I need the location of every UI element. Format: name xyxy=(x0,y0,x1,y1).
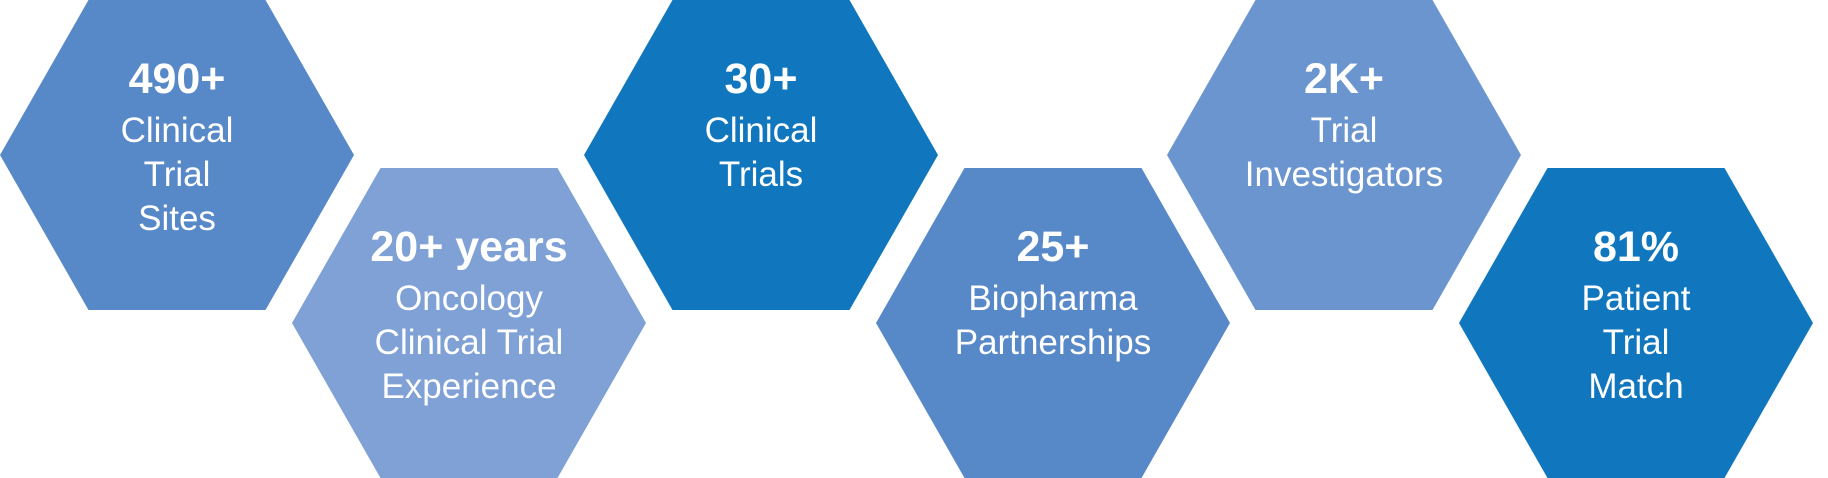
stat-hexagon-trial-investigators: 2K+ Trial Investigators xyxy=(1167,0,1521,310)
stat-label-line: Clinical Trial xyxy=(374,323,564,363)
stat-label-line: Experience xyxy=(381,367,557,407)
stat-label-line: Investigators xyxy=(1244,155,1444,195)
stat-label-line: Trial xyxy=(1602,323,1670,363)
stat-value: 30+ xyxy=(724,55,798,103)
stat-label-line: Clinical xyxy=(120,111,234,151)
stat-label-line: Trial xyxy=(1310,111,1378,151)
stat-label-line: Trials xyxy=(718,155,804,195)
stat-label-line: Match xyxy=(1588,367,1684,407)
stat-value: 81% xyxy=(1592,223,1680,271)
stat-label-line: Oncology xyxy=(395,279,543,319)
stat-value: 20+ years xyxy=(370,223,568,271)
stat-label-line: Trial xyxy=(143,155,211,195)
stat-value: 490+ xyxy=(128,55,226,103)
stat-hexagon-clinical-trial-sites: 490+ Clinical Trial Sites xyxy=(0,0,354,310)
stat-label-line: Sites xyxy=(138,199,216,239)
stat-hexagon-clinical-trials: 30+ Clinical Trials xyxy=(584,0,938,310)
stat-label-line: Biopharma xyxy=(968,279,1138,319)
stat-hexagon-biopharma-partnerships: 25+ Biopharma Partnerships xyxy=(876,168,1230,478)
stat-value: 25+ xyxy=(1016,223,1090,271)
stat-value: 2K+ xyxy=(1303,55,1385,103)
stat-label-line: Clinical xyxy=(704,111,818,151)
stat-label-line: Patient xyxy=(1581,279,1691,319)
stat-hexagon-patient-trial-match: 81% Patient Trial Match xyxy=(1459,168,1813,478)
stat-hexagon-oncology-experience: 20+ years Oncology Clinical Trial Experi… xyxy=(292,168,646,478)
stat-label-line: Partnerships xyxy=(954,323,1152,363)
